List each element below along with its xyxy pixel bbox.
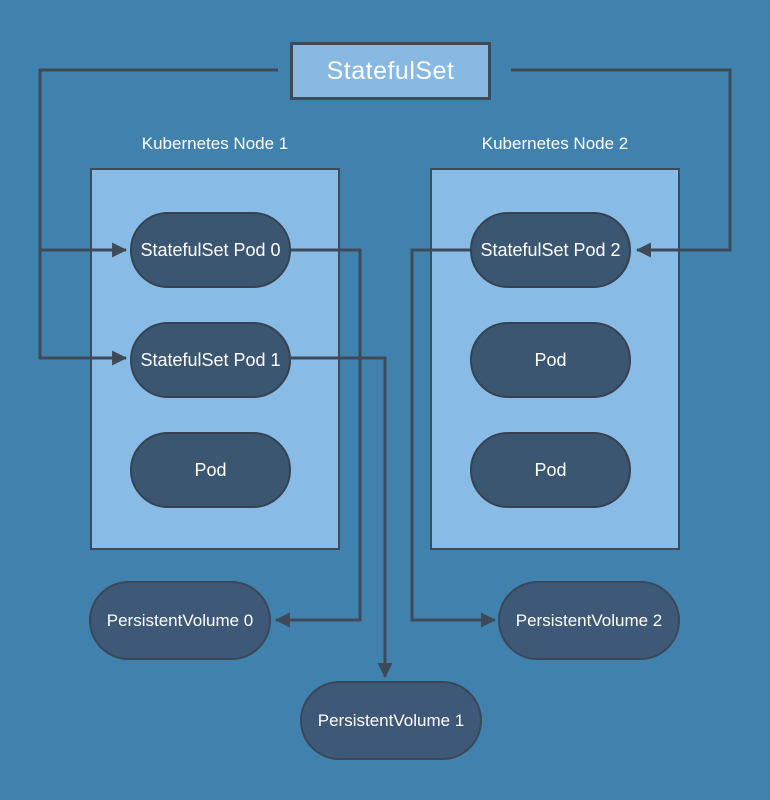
persistent-volume-1: PersistentVolume 1 <box>300 681 482 760</box>
persistent-volume-0-label: PersistentVolume 0 <box>106 610 254 630</box>
persistent-volume-1-label: PersistentVolume 1 <box>317 710 465 730</box>
node-1-plain-pod: Pod <box>130 432 291 508</box>
persistent-volume-0: PersistentVolume 0 <box>89 581 271 660</box>
node-2-plain-pod-b: Pod <box>470 432 631 508</box>
statefulset-pod-0: StatefulSet Pod 0 <box>130 212 291 288</box>
kubernetes-node-1-label: Kubernetes Node 1 <box>141 134 289 153</box>
node-2-plain-pod-b-label: Pod <box>534 459 567 480</box>
persistent-volume-2-label: PersistentVolume 2 <box>515 610 663 630</box>
persistent-volume-2: PersistentVolume 2 <box>498 581 680 660</box>
node-2-plain-pod-a: Pod <box>470 322 631 398</box>
node-1-plain-pod-label: Pod <box>194 459 227 480</box>
statefulset-pod-2: StatefulSet Pod 2 <box>470 212 631 288</box>
statefulset-pod-1: StatefulSet Pod 1 <box>130 322 291 398</box>
statefulset-pod-1-label: StatefulSet Pod 1 <box>140 349 281 370</box>
statefulset-box: StatefulSet <box>290 42 491 100</box>
kubernetes-node-2-label: Kubernetes Node 2 <box>481 134 629 153</box>
statefulset-pod-2-label: StatefulSet Pod 2 <box>480 239 621 260</box>
node-2-plain-pod-a-label: Pod <box>534 349 567 370</box>
statefulset-pod-0-label: StatefulSet Pod 0 <box>140 239 281 260</box>
statefulset-box-label: StatefulSet <box>326 56 455 85</box>
